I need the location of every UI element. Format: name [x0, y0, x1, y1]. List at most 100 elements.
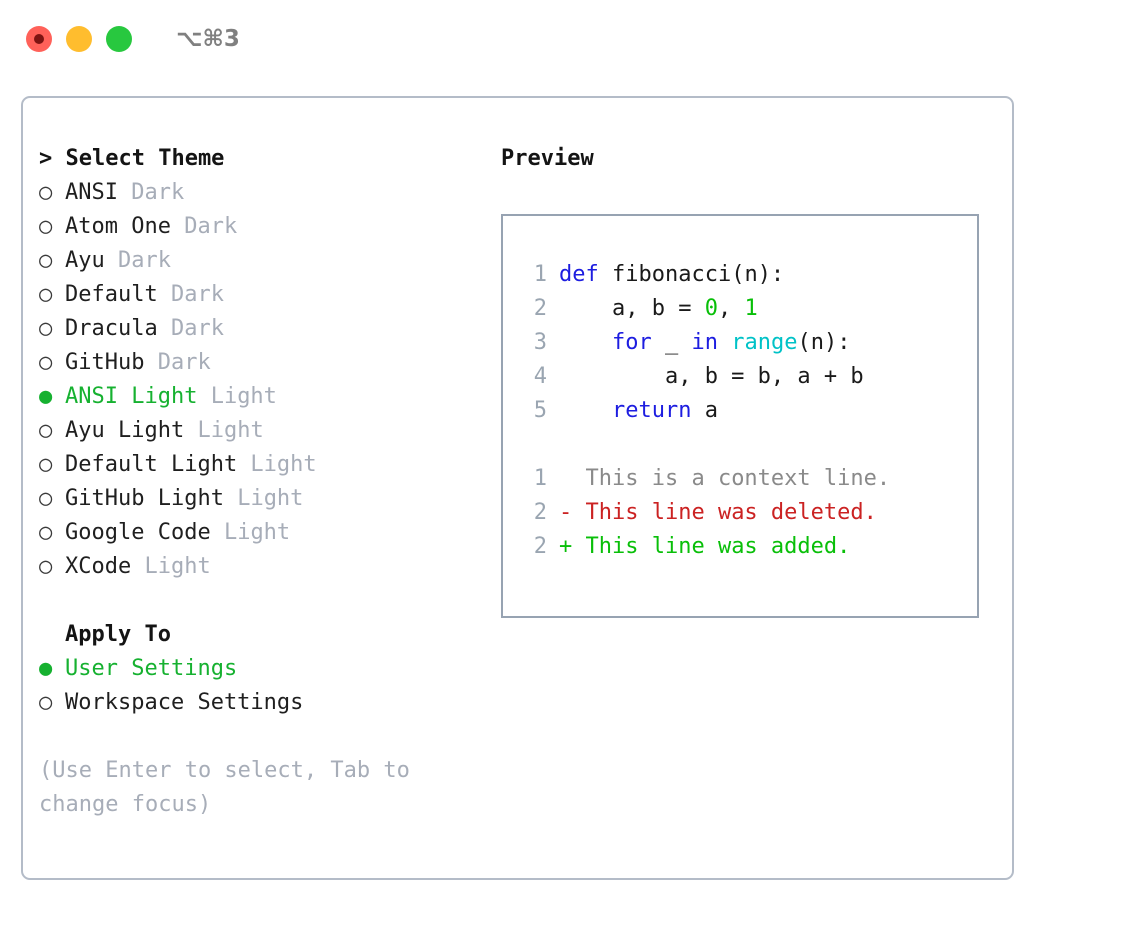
code-line: 3 for _ in range(n): [521, 326, 977, 360]
code-token-plain: a, b = b, a + b [559, 364, 864, 389]
diff-marker: + [559, 534, 573, 559]
radio-unselected-icon: ○ [39, 316, 53, 341]
theme-option-variant: Dark [157, 316, 224, 341]
theme-option-xcode[interactable]: ○ XCode Light [39, 550, 489, 584]
theme-option-list[interactable]: ○ ANSI Dark ○ Atom One Dark ○ Ayu Dark ○ Defaul… [39, 176, 489, 584]
diff-line-text: This line was deleted. [572, 500, 877, 525]
theme-option-label: Ayu [65, 248, 105, 273]
theme-option-label: ANSI [65, 180, 118, 205]
apply-to-option-user-settings[interactable]: ●User Settings [39, 652, 489, 686]
theme-option-label: Dracula [65, 316, 158, 341]
theme-picker-panel: > Select Theme ○ANSI Dark○Atom One Dark○… [21, 96, 1014, 880]
code-line-number: 4 [533, 364, 547, 389]
theme-option-label: Default [65, 282, 158, 307]
theme-option-variant: Light [210, 520, 291, 545]
code-line: 2 a, b = 0, 1 [521, 292, 977, 326]
code-line: 4 a, b = b, a + b [521, 360, 977, 394]
radio-unselected-icon: ○ [39, 418, 53, 443]
theme-option-variant: Dark [144, 350, 211, 375]
preview-heading: Preview [501, 146, 594, 171]
theme-option-dracula[interactable]: ○ Dracula Dark [39, 312, 489, 346]
theme-option-default-light[interactable]: ○ Default Light Light [39, 448, 489, 482]
theme-option-ayu[interactable]: ○ Ayu Dark [39, 244, 489, 278]
apply-to-option-list[interactable]: ●User Settings ○ Workspace Settings [39, 652, 489, 720]
theme-option-variant: Dark [157, 282, 224, 307]
theme-option-github[interactable]: ○ GitHub Dark [39, 346, 489, 380]
code-token-fn: range [731, 330, 798, 355]
list-spacer [39, 584, 489, 618]
theme-option-label: Atom One [65, 214, 171, 239]
radio-unselected-icon: ○ [39, 248, 53, 273]
close-window-button[interactable] [26, 26, 52, 52]
theme-option-variant: Light [223, 486, 304, 511]
code-token-plain: fibonacci(n): [598, 262, 785, 287]
theme-option-default[interactable]: ○ Default Dark [39, 278, 489, 312]
minimize-window-button[interactable] [66, 26, 92, 52]
diff-line-ctx: 1 This is a context line. [521, 462, 977, 496]
theme-selection-column: > Select Theme ○ANSI Dark○Atom One Dark○… [39, 142, 489, 822]
theme-option-variant: Light [131, 554, 211, 579]
apply-to-heading: Apply To [65, 622, 171, 647]
theme-option-label: XCode [65, 554, 132, 579]
theme-option-ayu-light[interactable]: ○ Ayu Light Light [39, 414, 489, 448]
code-token-plain [559, 398, 612, 423]
radio-unselected-icon: ○ [39, 282, 53, 307]
code-token-num: 0 [704, 296, 718, 321]
theme-option-label: Ayu Light [65, 418, 185, 443]
code-token-kw: for [611, 330, 652, 355]
apply-to-option-workspace-settings[interactable]: ○ Workspace Settings [39, 686, 489, 720]
theme-option-variant: Light [184, 418, 264, 443]
radio-unselected-icon: ○ [39, 486, 53, 511]
code-line: 1 def fibonacci(n): [521, 258, 977, 292]
title-bar: ⌥⌘3 [0, 0, 1140, 78]
theme-option-variant: Light [237, 452, 317, 477]
theme-option-label: GitHub [65, 350, 145, 375]
radio-selected-icon: ● [39, 656, 53, 681]
theme-option-label: Google Code [65, 520, 211, 545]
radio-unselected-icon: ○ [39, 180, 53, 205]
radio-unselected-icon: ○ [39, 350, 53, 375]
code-line-number: 1 [533, 262, 547, 287]
radio-unselected-icon: ○ [39, 214, 53, 239]
diff-line-number: 2 [533, 534, 547, 559]
apply-to-option-label: Workspace Settings [65, 690, 304, 715]
code-token-plain [718, 330, 731, 355]
theme-option-atom-one[interactable]: ○ Atom One Dark [39, 210, 489, 244]
diff-line-text: This line was added. [572, 534, 851, 559]
radio-selected-icon: ● [39, 384, 53, 409]
code-token-plain [559, 330, 612, 355]
diff-line-add: 2 + This line was added. [521, 530, 977, 564]
code-token-plain: , [717, 296, 745, 321]
code-diff-separator [521, 428, 977, 462]
code-token-kw: return [611, 398, 692, 423]
zoom-window-button[interactable] [106, 26, 132, 52]
keyboard-hint-text: (Use Enter to select, Tab to change focu… [39, 758, 410, 817]
code-line-number: 2 [533, 296, 547, 321]
keyboard-shortcut-label: ⌥⌘3 [176, 25, 240, 52]
theme-option-variant: Dark [117, 180, 185, 205]
code-token-kw: def [559, 262, 599, 287]
radio-unselected-icon: ○ [39, 690, 53, 715]
diff-line-number: 2 [533, 500, 547, 525]
theme-option-ansi-light[interactable]: ●ANSI Light Light [39, 380, 489, 414]
radio-unselected-icon: ○ [39, 520, 53, 545]
theme-option-google-code[interactable]: ○ Google Code Light [39, 516, 489, 550]
code-token-plain: a, b = [559, 296, 705, 321]
theme-option-ansi[interactable]: ○ ANSI Dark [39, 176, 489, 210]
theme-option-label: ANSI Light [65, 384, 198, 409]
code-line-number: 3 [533, 330, 547, 355]
theme-option-variant: Dark [104, 248, 171, 273]
diff-marker [559, 466, 572, 491]
diff-line-text: This is a context line. [572, 466, 891, 491]
diff-line-number: 1 [533, 466, 547, 491]
diff-marker: - [559, 500, 573, 525]
code-line-number: 5 [533, 398, 547, 423]
theme-option-variant: Dark [170, 214, 238, 239]
radio-unselected-icon: ○ [39, 452, 53, 477]
radio-unselected-icon: ○ [39, 554, 53, 579]
theme-option-label: Default Light [65, 452, 238, 477]
theme-option-github-light[interactable]: ○GitHub Light Light [39, 482, 489, 516]
